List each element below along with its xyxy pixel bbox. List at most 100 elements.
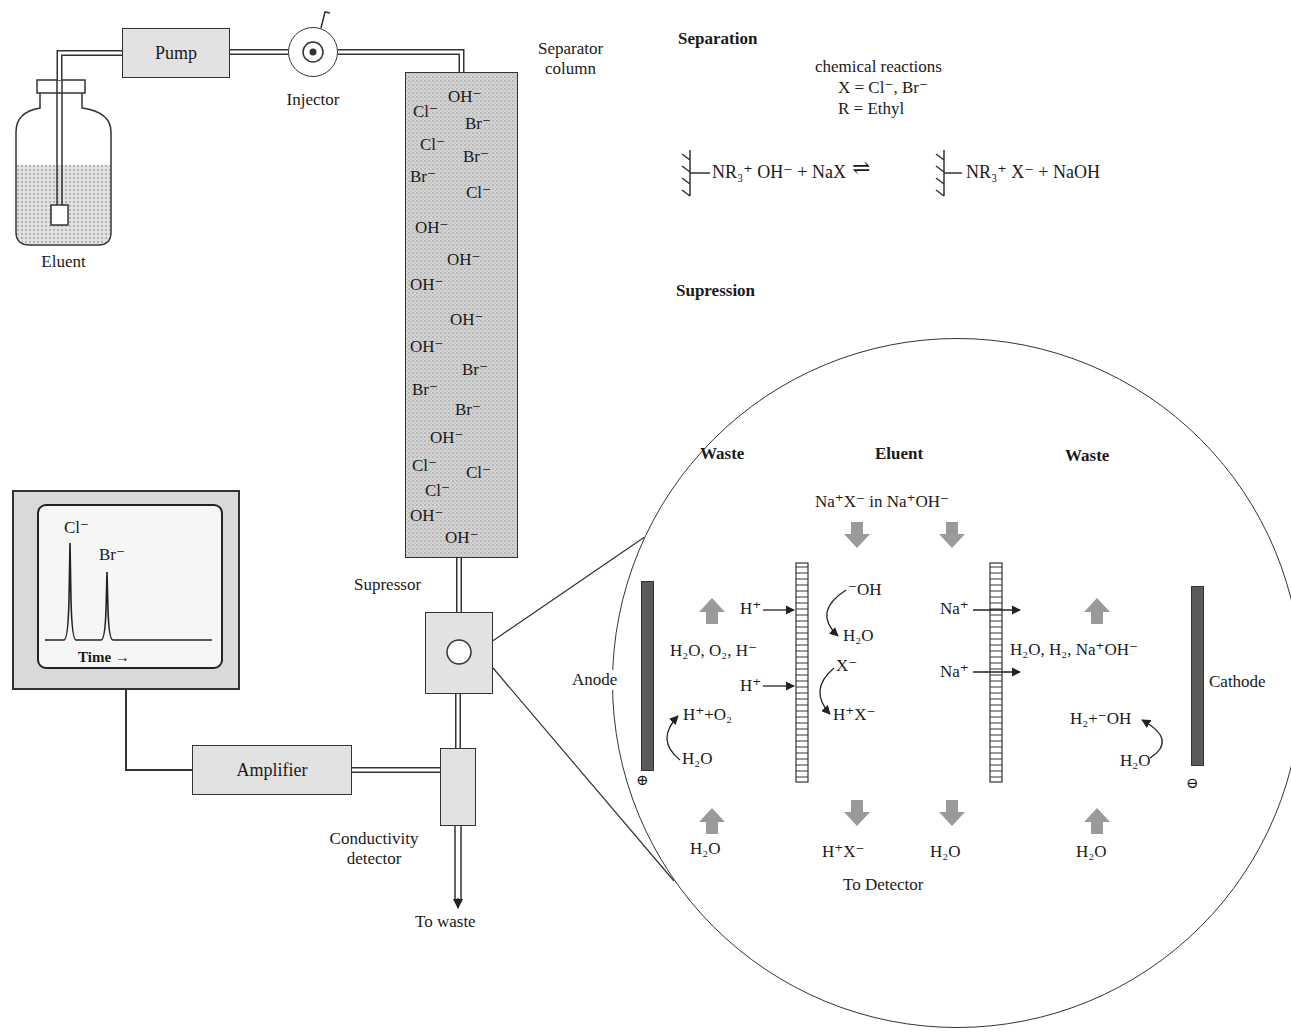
ion-label: OH⁻ (410, 338, 444, 357)
ion-label: Br⁻ (463, 148, 489, 167)
annotation-label: H⁺ (740, 677, 761, 696)
annotation-label: H₂O, H₂, Na⁺OH⁻ (1010, 641, 1138, 660)
node-label: Time → (78, 649, 130, 666)
cathode-electrode: Cathode (1191, 586, 1204, 766)
node-label: Anode (570, 670, 619, 690)
signal-connector (493, 537, 644, 641)
node-label: Eluent (41, 252, 85, 272)
ion-label: Br⁻ (462, 361, 488, 380)
node-label: Supressor (354, 575, 421, 595)
eluent-reservoir: Eluent (15, 80, 112, 245)
tubing-connector (459, 558, 460, 612)
ion-label: Br⁻ (455, 401, 481, 420)
annotation-label: NR₃⁺ X⁻ + NaOH (966, 163, 1100, 183)
resin-mark (682, 150, 962, 196)
tubing-connector (352, 770, 440, 771)
annotation-label: H₂O (1076, 843, 1106, 862)
suppressor-box: Supressor (425, 612, 493, 694)
ion-label: OH⁻ (410, 276, 444, 295)
annotation-label: X⁻ (836, 657, 857, 676)
suppressor-fill (425, 612, 493, 694)
ion-label: OH⁻ (447, 251, 481, 270)
pump-fill (122, 28, 230, 78)
annotation-label: H₂O (690, 840, 720, 859)
annotation-label: X = Cl⁻, Br⁻ (838, 79, 928, 98)
annotation-label: H₂+⁻OH (1070, 710, 1131, 729)
monitor-display: Cl⁻ Br⁻ Time → (12, 490, 240, 690)
ion-label: Cl⁻ (466, 464, 491, 483)
annotation-label: NR₃⁺ OH⁻ + NaX (712, 163, 846, 183)
suppression-zoom-circle: SupressionAnodeCathode (612, 338, 1291, 1028)
amplifier-fill (192, 745, 352, 795)
ion-label: OH⁻ (415, 219, 449, 238)
suppression-detail (667, 522, 1162, 834)
pump-box: Pump (122, 28, 230, 78)
annotation-label: H⁺+O₂ (683, 706, 732, 725)
detector-fill (440, 748, 476, 826)
tubing-connector (60, 53, 123, 80)
annotation-label: R = Ethyl (838, 100, 904, 119)
annotation-label: H₂O (843, 627, 873, 646)
annotation-label: Separation (678, 30, 757, 49)
ion-label: OH⁻ (410, 507, 444, 526)
tubing-connector (458, 694, 459, 748)
annotation-label: H⁺X⁻ (822, 843, 865, 862)
annotation-label: chemical reactions (815, 58, 942, 77)
annotation-label: H₂O (1120, 752, 1150, 771)
ion-label: Cl⁻ (413, 103, 438, 122)
ion-label: Cl⁻ (466, 184, 491, 203)
ion-label: Cl⁻ (425, 482, 450, 501)
conductivity-detector: Conductivity detector (440, 748, 476, 826)
annotation-label: To Detector (843, 876, 923, 895)
node-label: Amplifier (237, 760, 308, 781)
annotation-label: H₂O, O₂, H⁻ (670, 642, 757, 661)
tubing-connector (230, 52, 288, 53)
ion-label: Br⁻ (412, 381, 438, 400)
ion-label: Cl⁻ (412, 457, 437, 476)
ion-label: Cl⁻ (420, 136, 445, 155)
node-label: Cathode (1209, 672, 1266, 692)
injector-valve (288, 12, 338, 77)
annotation-label: Waste (700, 445, 744, 464)
ion-label: OH⁻ (430, 429, 464, 448)
annotation-label: Waste (1065, 447, 1109, 466)
ion-label: OH⁻ (448, 88, 482, 107)
ion-label: OH⁻ (450, 311, 484, 330)
anode-electrode: Anode (641, 581, 654, 771)
injector-circle: Injector (288, 27, 338, 77)
annotation-label: ⁻OH (848, 581, 882, 600)
annotation-label: H⁺ (740, 600, 761, 619)
eluent-bottle (16, 80, 111, 245)
ion-label: OH⁻ (445, 529, 479, 548)
node-label: Br⁻ (99, 545, 125, 565)
ion-label: Br⁻ (465, 115, 491, 134)
tubing-connector (338, 52, 462, 72)
annotation-label: H₂O (682, 750, 712, 769)
annotation-label: To waste (415, 913, 476, 932)
annotation-label: H₂O (930, 843, 960, 862)
amplifier-box: Amplifier (192, 745, 352, 795)
waste-pipe (455, 826, 461, 900)
signal-connector (126, 690, 192, 770)
waste-arrow (457, 898, 459, 908)
node-label: Pump (155, 43, 197, 64)
annotation-label: Eluent (875, 445, 923, 464)
annotation-label: Na⁺ (940, 663, 969, 682)
node-label: Conductivity detector (309, 829, 439, 868)
annotation-label: Na⁺ (940, 600, 969, 619)
annotation-label: H⁺X⁻ (833, 706, 876, 725)
node-label: Injector (287, 90, 340, 110)
monitor (12, 490, 240, 690)
annotation-label: ⇌ (852, 156, 870, 180)
node-label: Supression (676, 281, 755, 301)
node-label: Cl⁻ (64, 518, 89, 538)
ion-label: Br⁻ (410, 168, 436, 187)
node-label: Separator column (518, 39, 623, 78)
column-packing (405, 72, 518, 558)
annotation-label: ⊖ (1186, 775, 1199, 792)
annotation-label: ⊕ (636, 772, 649, 789)
annotation-label: Na⁺X⁻ in Na⁺OH⁻ (815, 493, 949, 512)
